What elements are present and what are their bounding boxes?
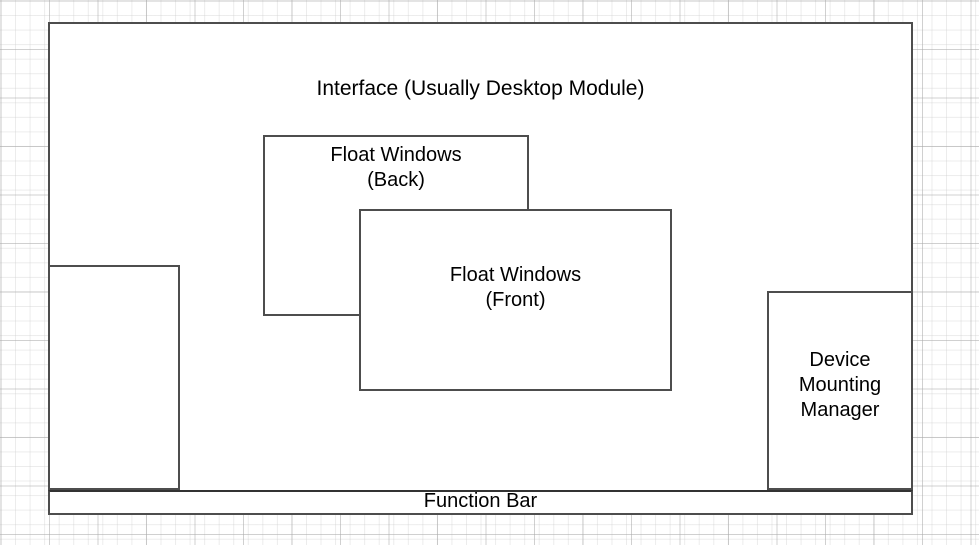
device-mounting-manager-box[interactable] (767, 291, 913, 490)
interface-title-label: Interface (Usually Desktop Module) (316, 77, 645, 100)
function-bar-label: Function Bar (423, 490, 538, 512)
float-window-front-label: Float Windows (Front) (449, 264, 582, 312)
float-window-back-label: Float Windows (Back) (330, 144, 462, 192)
function-bar-box[interactable] (48, 490, 913, 515)
float-window-front-box[interactable] (359, 209, 672, 391)
device-mounting-manager-label: Device Mounting Manager (798, 349, 882, 422)
list-menu-box[interactable] (48, 265, 180, 490)
